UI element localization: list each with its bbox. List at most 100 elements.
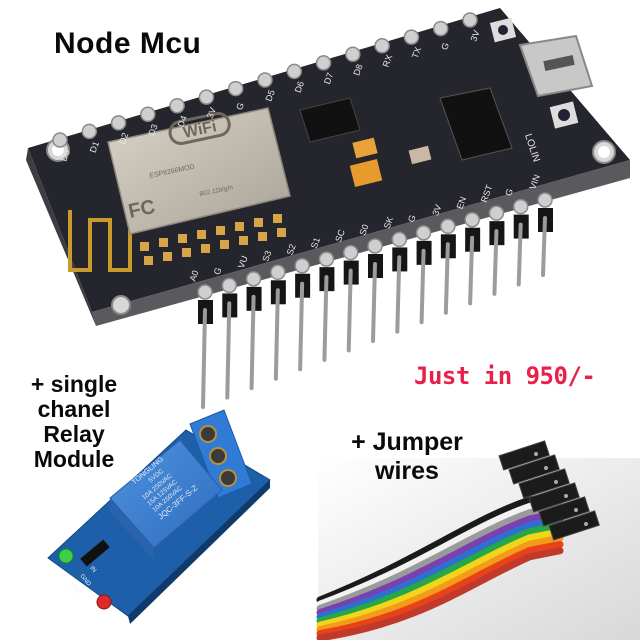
relay-caption-line: chanel	[37, 396, 111, 422]
header-pin	[345, 46, 361, 63]
crystal	[408, 145, 432, 165]
header-pin	[374, 37, 390, 54]
jumper-caption: + Jumper wires	[332, 428, 482, 486]
voltage-regulator	[299, 97, 361, 143]
header-pin-leg	[468, 235, 475, 306]
pin-label: D0	[58, 148, 71, 162]
connector-hole	[554, 480, 558, 484]
price-label: Just in 950/-	[414, 362, 596, 390]
pin-label: D7	[322, 71, 335, 85]
header-pin	[197, 284, 213, 300]
jumper-wire	[316, 503, 564, 612]
pin-label: SK	[382, 215, 396, 230]
header-pin-leg	[443, 242, 450, 315]
dupont-connector	[518, 468, 570, 499]
fcc-mark: FC	[126, 196, 157, 223]
relay-pin-label-in: IN	[88, 565, 96, 573]
pin-label: VIN	[527, 173, 542, 191]
header-pin-leg	[395, 255, 402, 334]
header-pin-leg	[225, 301, 232, 400]
dupont-connector	[498, 440, 550, 471]
connector-hole	[544, 466, 548, 470]
terminal-screw	[219, 469, 237, 487]
gold-pad	[163, 252, 172, 261]
header-pin	[512, 198, 529, 215]
header-pin-leg	[419, 248, 426, 325]
pin-label: D2	[117, 131, 130, 145]
pin-label: G	[212, 266, 224, 276]
dupont-connector	[548, 510, 600, 541]
header-pin	[270, 264, 286, 281]
header-pin	[391, 231, 408, 248]
relay-caption-line: Module	[33, 446, 115, 472]
jumper-caption-line: wires	[375, 457, 439, 485]
terminal-screw	[199, 425, 217, 443]
relay-cube-side	[110, 498, 154, 560]
jumper-wire	[316, 509, 564, 617]
connector-hole	[584, 522, 588, 526]
jumper-caption-line: + Jumper	[351, 428, 463, 456]
mount-hole	[111, 295, 131, 315]
pin-label: S3	[260, 249, 273, 263]
header-pin	[415, 225, 432, 241]
relay-caption: + single chanel Relay Module	[12, 372, 136, 472]
header-pin	[221, 277, 238, 294]
header-pin	[140, 106, 156, 123]
header-pin-leg	[492, 229, 499, 296]
relay-header	[80, 539, 110, 567]
header-pin-leg	[346, 268, 353, 353]
gold-pad	[239, 236, 248, 245]
gold-pad	[159, 238, 168, 247]
pin-label: D8	[351, 63, 364, 77]
product-title: Node Mcu	[54, 27, 202, 60]
gold-pad	[201, 244, 210, 253]
header-pin	[403, 29, 420, 45]
gold-pad	[254, 218, 263, 227]
gold-pad	[273, 214, 282, 223]
dupont-connector	[508, 454, 560, 485]
relay-module: TONGLING 5VDC 10A 250VAC 15A 125VAC 10A …	[47, 409, 271, 624]
pin-label: G	[234, 101, 246, 111]
header-pin	[367, 238, 383, 254]
gold-pad	[258, 232, 267, 241]
terminal-screw	[209, 447, 227, 465]
pin-label: G	[503, 187, 515, 197]
connector-hole	[534, 452, 538, 456]
dupont-connector	[538, 496, 590, 527]
dupont-connector	[528, 482, 580, 513]
gold-pad	[182, 248, 191, 257]
gold-pad	[216, 226, 225, 235]
header-pin	[81, 123, 98, 140]
relay-caption-line: + single	[30, 371, 118, 397]
top-header-pins	[52, 12, 478, 148]
pin-label: S0	[357, 223, 370, 237]
pin-label: 3V	[430, 203, 443, 217]
jumper-wire	[316, 534, 564, 633]
relay-cube	[109, 439, 223, 549]
pin-label: S1	[309, 236, 322, 250]
gold-pad	[197, 230, 206, 239]
header-pin	[198, 89, 215, 105]
header-pin	[52, 132, 68, 148]
pin-label: G	[439, 41, 451, 51]
green-led	[58, 548, 74, 564]
jumper-wire	[316, 490, 564, 604]
pin-label: S2	[285, 243, 298, 257]
pin-label: RX	[381, 53, 395, 68]
gold-pad	[144, 256, 153, 265]
header-pin-leg	[516, 222, 523, 287]
header-pin	[318, 251, 335, 267]
esp8266-shield	[107, 107, 291, 235]
pin-label: 3V	[468, 29, 481, 43]
pin-label: D1	[88, 140, 101, 154]
header-pin	[286, 63, 303, 80]
header-pin	[227, 80, 244, 97]
pin-label: D5	[263, 88, 276, 102]
header-pin	[440, 218, 456, 235]
connector-hole	[564, 494, 568, 498]
header-pin	[462, 12, 478, 28]
header-pin	[464, 211, 480, 228]
relay-caption-line: Relay	[43, 421, 105, 447]
